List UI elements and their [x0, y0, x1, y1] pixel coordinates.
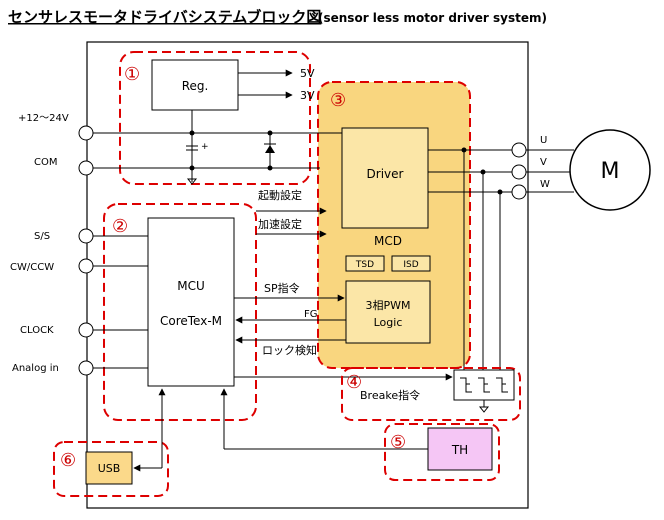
title-jp: センサレスモータドライバシステムブロック図 — [8, 8, 321, 26]
th-block — [427, 427, 493, 471]
u-label: U — [540, 135, 547, 146]
kasoku-label: 加速設定 — [258, 217, 302, 231]
brake-transistors — [460, 377, 508, 393]
isd-block — [391, 255, 431, 272]
usb-section — [53, 441, 169, 497]
kido-label: 起動設定 — [258, 188, 302, 202]
fg-label: FG — [304, 309, 318, 320]
isd-label: ISD — [403, 260, 418, 270]
mcd-label: MCD — [374, 234, 402, 248]
section-number-4: ④ — [346, 372, 362, 393]
motor-label: M — [601, 159, 620, 184]
terminal-com — [78, 160, 94, 176]
terminal-ss — [78, 228, 94, 244]
tsd-block — [345, 255, 385, 272]
regulator-block — [151, 59, 239, 111]
zener-diode — [265, 145, 275, 153]
section-number-2: ② — [112, 216, 128, 237]
mcu-core-label: CoreTex-M — [160, 314, 222, 328]
brake-section — [341, 367, 521, 421]
ground-symbol — [186, 178, 198, 185]
lock-label: ロック検知 — [262, 343, 317, 357]
terminal-analog — [78, 360, 94, 376]
pwm-label-2: Logic — [374, 316, 403, 329]
th-label: TH — [451, 443, 468, 457]
clock-label: CLOCK — [20, 325, 54, 336]
brake-label: Breake指令 — [360, 388, 420, 402]
tsd-label: TSD — [355, 260, 374, 270]
section-number-5: ⑤ — [390, 432, 406, 453]
usb-block — [85, 451, 133, 485]
terminal-w — [511, 184, 527, 200]
section-number-3: ③ — [330, 90, 346, 111]
cwccw-label: CW/CCW — [10, 262, 54, 273]
section-number-6: ⑥ — [60, 450, 76, 471]
motor — [569, 129, 651, 211]
driver-label: Driver — [367, 167, 404, 181]
mcu-block — [147, 217, 235, 387]
terminal-v — [511, 164, 527, 180]
pwm-label-1: 3相PWM — [366, 299, 411, 312]
mcu-label: MCU — [177, 279, 205, 293]
analog-label: Analog in — [12, 363, 59, 374]
pwm-logic-block — [345, 280, 431, 344]
regulator-label: Reg. — [182, 79, 209, 93]
section-number-1: ① — [124, 64, 140, 85]
power-label: +12～24V — [18, 113, 69, 124]
th-section — [384, 423, 500, 481]
ss-label: S/S — [34, 231, 50, 242]
terminal-clock — [78, 322, 94, 338]
terminal-u — [511, 142, 527, 158]
sp-label: SP指令 — [264, 281, 300, 295]
w-label: W — [540, 179, 550, 190]
com-label: COM — [34, 157, 57, 168]
terminal-cwccw — [78, 258, 94, 274]
v-label: V — [540, 157, 547, 168]
usb-label: USB — [98, 462, 121, 475]
title-en: (sensor less motor driver system) — [318, 11, 547, 25]
v3-label: 3V — [300, 89, 315, 102]
v5-label: 5V — [300, 67, 315, 80]
system-frame — [86, 41, 529, 509]
driver-block — [341, 127, 429, 229]
mcu-section — [103, 203, 257, 421]
cap-plus: + — [201, 142, 209, 152]
terminal-power — [78, 125, 94, 141]
